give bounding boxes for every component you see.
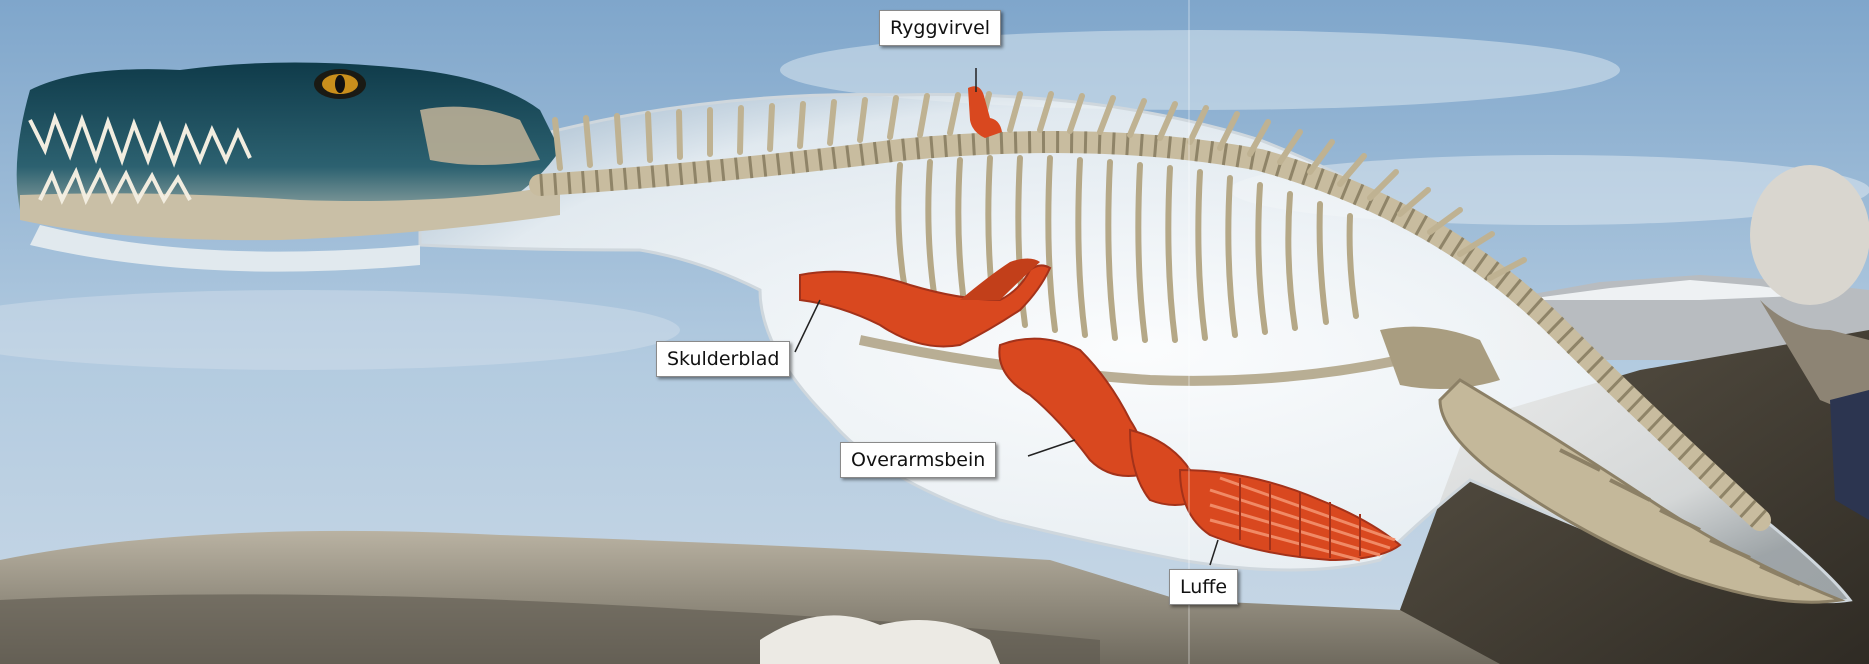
label-flipper: Luffe (1169, 569, 1238, 605)
person-head (1750, 165, 1869, 305)
label-vertebra: Ryggvirvel (879, 10, 1001, 46)
label-upper-arm-bone: Overarmsbein (840, 442, 996, 478)
label-shoulder-blade: Skulderblad (656, 341, 790, 377)
